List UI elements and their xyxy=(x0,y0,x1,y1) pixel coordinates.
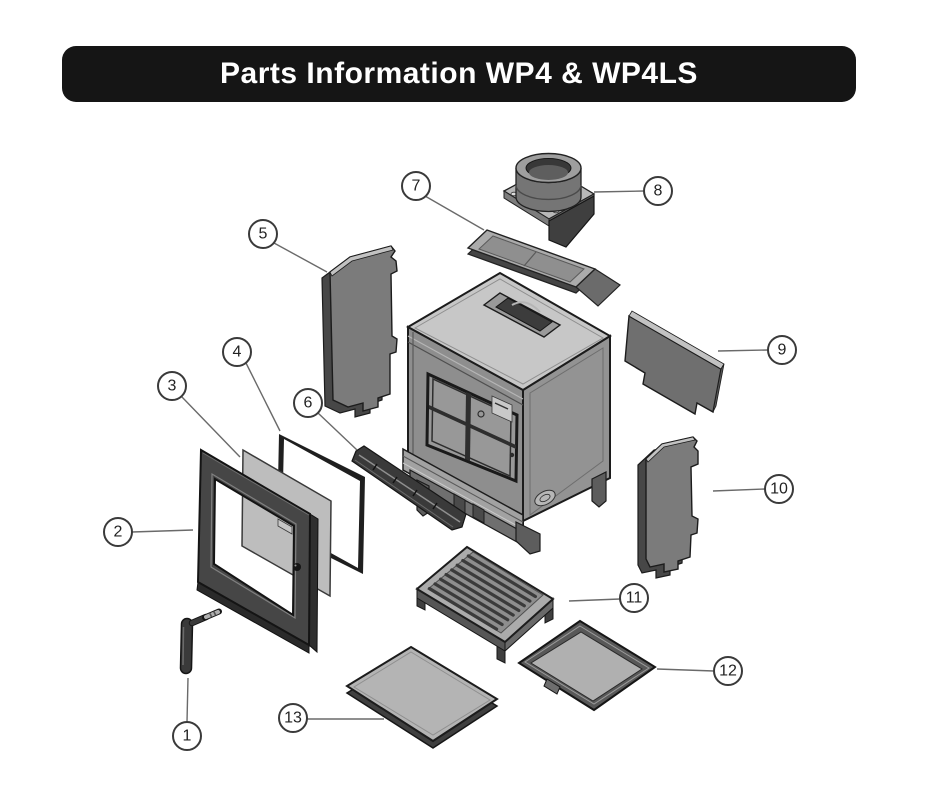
callout-circle-11 xyxy=(619,583,649,613)
top-flue-cutout xyxy=(482,292,562,338)
callout-circle-8 xyxy=(643,176,673,206)
callout-circle-7 xyxy=(401,171,431,201)
fire-grate-part xyxy=(415,545,555,664)
left-side-brick-part xyxy=(321,245,398,418)
right-side-brick-part xyxy=(637,436,699,579)
callout-circle-13 xyxy=(278,703,308,733)
base-plate-part xyxy=(345,645,499,749)
firebox-opening xyxy=(425,371,519,484)
leader-line-8 xyxy=(593,190,645,193)
leader-line-1 xyxy=(186,677,189,723)
door-handle-part xyxy=(179,608,222,675)
callout-circle-12 xyxy=(713,656,743,686)
callout-number-4: 4 xyxy=(233,344,242,361)
callout-circle-9 xyxy=(767,335,797,365)
handle-hole xyxy=(293,563,301,571)
brand-oval-logo xyxy=(534,489,556,507)
callout-number-12: 12 xyxy=(719,663,737,680)
leader-line-3 xyxy=(180,395,241,458)
leader-line-7 xyxy=(424,195,485,231)
callout-number-10: 10 xyxy=(770,481,788,498)
callout-number-8: 8 xyxy=(654,183,663,200)
callout-number-13: 13 xyxy=(284,710,302,727)
callout-circle-10 xyxy=(764,474,794,504)
callout-number-5: 5 xyxy=(259,226,268,243)
title-banner: Parts Information WP4 & WP4LS xyxy=(62,46,856,102)
callout-number-7: 7 xyxy=(412,178,421,195)
leader-line-9 xyxy=(717,349,769,352)
grate-slats xyxy=(427,554,538,631)
callout-number-6: 6 xyxy=(304,395,313,412)
callout-number-2: 2 xyxy=(114,524,123,541)
callout-number-11: 11 xyxy=(626,590,643,607)
log-retainer-part xyxy=(351,445,467,531)
rear-brick-part xyxy=(624,310,725,416)
callout-number-9: 9 xyxy=(778,342,787,359)
baffle-plate-part xyxy=(466,229,621,307)
leader-line-5 xyxy=(273,242,328,273)
callout-circle-6 xyxy=(293,388,323,418)
leader-line-12 xyxy=(656,668,715,672)
callout-circle-3 xyxy=(157,371,187,401)
callout-number-3: 3 xyxy=(168,378,177,395)
callout-circle-2 xyxy=(103,517,133,547)
leader-line-2 xyxy=(131,529,194,533)
callout-circle-4 xyxy=(222,337,252,367)
page-title: Parts Information WP4 & WP4LS xyxy=(220,57,698,90)
leader-line-10 xyxy=(712,488,766,492)
ash-pan-part xyxy=(517,619,657,712)
leader-line-11 xyxy=(568,598,621,602)
leader-line-4 xyxy=(245,362,281,432)
callout-number-1: 1 xyxy=(183,728,192,745)
callout-circle-1 xyxy=(172,721,202,751)
leader-line-6 xyxy=(317,412,358,451)
leader-lines xyxy=(131,190,769,723)
callout-circle-5 xyxy=(248,219,278,249)
door-frame-part xyxy=(196,448,319,654)
flue-collar-part xyxy=(502,152,596,248)
